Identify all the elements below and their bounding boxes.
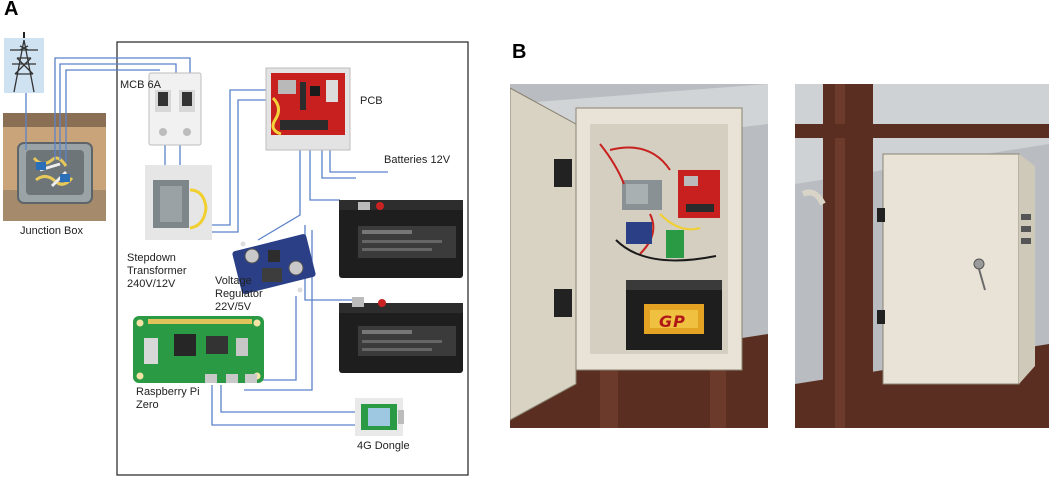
transformer-label-line2: Transformer [127,265,187,277]
wiring-diagram [3,32,469,476]
transformer-label-line1: Stepdown [127,252,176,264]
battery-top-image [339,200,463,278]
power-tower-icon [4,32,44,93]
transformer-image [145,165,212,240]
regulator-label: Voltage Regulator 22V/5V [215,275,263,314]
pcb-board-image [265,67,351,151]
transformer-label: Stepdown Transformer 240V/12V [127,252,187,291]
panel-b-letter: B [512,41,527,63]
mcb-label: MCB 6A [120,79,161,91]
junction-box-label: Junction Box [20,225,83,237]
batteries-label: Batteries 12V [384,154,451,166]
mcb-breaker-image [148,72,202,146]
dongle-image [355,398,404,436]
voltage-regulator-image [232,234,316,294]
raspberry-pi-image [133,316,264,383]
enclosure-outline [116,41,469,476]
panel-a-letter: A [4,0,19,20]
regulator-label-line1: Voltage [215,275,252,287]
battery-brand-text: GP [659,312,686,331]
raspberry-label-line1: Raspberry Pi [136,386,200,398]
pcb-label: PCB [360,95,383,107]
raspberry-label-line2: Zero [136,399,159,411]
battery-bottom-image [339,297,463,373]
regulator-label-line2: Regulator [215,288,263,300]
raspberry-label: Raspberry Pi Zero [136,386,200,412]
regulator-label-line3: 22V/5V [215,301,252,313]
open-cabinet-photo: GP [510,84,768,428]
transformer-label-line3: 240V/12V [127,278,176,290]
dongle-label: 4G Dongle [357,440,410,452]
closed-cabinet-photo [795,84,1049,428]
